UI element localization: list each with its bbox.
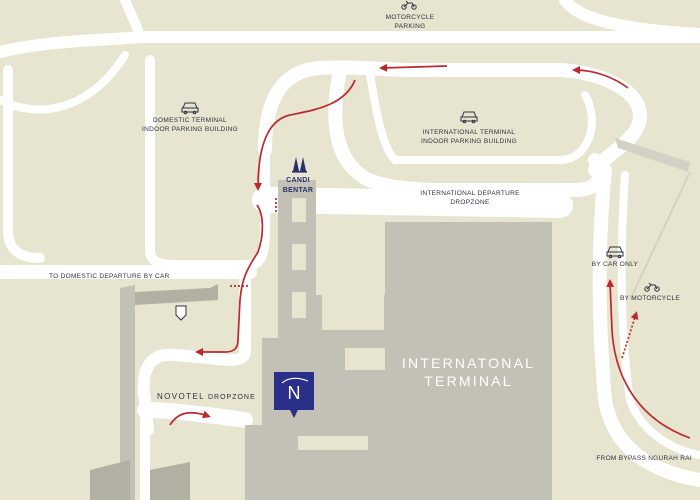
east-ramp-line xyxy=(629,171,691,301)
car-icon xyxy=(606,246,624,259)
terminal-courtyard-3 xyxy=(298,436,368,450)
label-text: INDOOR PARKING BUILDING xyxy=(421,138,517,145)
road-top-left-stub xyxy=(120,0,143,35)
road-novotel-west xyxy=(137,266,251,436)
temple-icon xyxy=(292,157,307,173)
route-arrows xyxy=(169,63,691,439)
label-text: DOMESTIC TERMINAL xyxy=(153,117,227,124)
road-east-vertical-2 xyxy=(617,171,700,459)
terminal-courtyard-2 xyxy=(345,348,385,370)
route-arrow-loop-down xyxy=(254,79,356,191)
label-by-car-only: BY CAR ONLY xyxy=(591,261,639,268)
label-novotel-dropzone: NOVOTEL DROPZONE xyxy=(157,392,256,402)
label-text: DROPZONE xyxy=(450,199,490,206)
side-building-bottom-1 xyxy=(90,460,130,500)
label-motorcycle-parking: MOTORCYCLE PARKING xyxy=(370,13,450,31)
side-building-bottom-2 xyxy=(150,462,190,500)
label-text: INTERNATONAL xyxy=(401,355,536,371)
tower-window-2 xyxy=(292,244,306,270)
road-inner-loop-east xyxy=(553,63,647,177)
road-left-diagonal xyxy=(0,51,129,114)
road-top-right-curve xyxy=(559,0,700,40)
label-to-domestic-departure: TO DOMESTIC DEPARTURE BY CAR xyxy=(49,273,170,280)
car-icon xyxy=(181,102,199,115)
label-international-terminal: INTERNATONAL TERMINAL xyxy=(386,354,551,390)
route-arrow-dropzone xyxy=(169,410,211,426)
shield-icon xyxy=(175,305,187,321)
side-building-west xyxy=(120,285,135,500)
label-candi-bentar: CANDI BENTAR xyxy=(279,176,317,196)
tower-window-1 xyxy=(292,198,306,222)
road-east-vertical xyxy=(592,163,700,487)
label-text: PARKING xyxy=(394,23,426,30)
label-text: INTERNATIONAL TERMINAL xyxy=(422,129,516,136)
car-icon xyxy=(460,111,478,124)
label-text: INTERNATIONAL DEPARTURE xyxy=(420,190,520,197)
road-inner-loop-west xyxy=(258,60,567,157)
road-intl-drop-loop xyxy=(328,63,607,197)
side-building-cap xyxy=(135,284,218,305)
route-arrow-novotel xyxy=(195,204,264,356)
novotel-logo-icon xyxy=(274,372,314,418)
label-novotel: NOVOTEL xyxy=(157,392,206,401)
east-ramp xyxy=(615,138,690,172)
label-from-bypass: FROM BYPASS NGURAH RAI xyxy=(596,455,692,462)
road-domestic-loop xyxy=(145,55,270,270)
road-left-top-curve xyxy=(0,31,146,58)
novotel-logo-letter: N xyxy=(287,383,301,403)
route-arrow-top xyxy=(379,63,448,72)
terminal-courtyard-1 xyxy=(322,290,384,330)
label-text: MOTORCYCLE xyxy=(385,14,435,21)
label-text: BENTAR xyxy=(282,187,314,194)
road-novotel-drop xyxy=(137,402,253,428)
label-text: TERMINAL xyxy=(424,373,513,389)
route-arrow-top-right xyxy=(572,66,629,89)
label-by-motorcycle: BY MOTORCYCLE xyxy=(619,295,680,302)
motorcycle-icon xyxy=(644,282,660,292)
buildings xyxy=(90,138,691,500)
road-intl-parking-ring xyxy=(366,71,596,164)
label-intl-departure-dropzone: INTERNATIONAL DEPARTURE DROPZONE xyxy=(410,189,530,207)
route-arrow-from-bypass xyxy=(606,279,691,439)
label-text: CANDI xyxy=(286,177,310,184)
motorcycle-icon xyxy=(401,0,417,10)
label-intl-parking: INTERNATIONAL TERMINAL INDOOR PARKING BU… xyxy=(409,128,529,146)
road-left-bend xyxy=(3,225,45,263)
label-domestic-parking: DOMESTIC TERMINAL INDOOR PARKING BUILDIN… xyxy=(130,116,250,134)
international-terminal-building xyxy=(245,222,552,500)
tower-window-3 xyxy=(292,292,306,318)
label-dropzone: DROPZONE xyxy=(207,394,256,401)
label-text: INDOOR PARKING BUILDING xyxy=(142,126,238,133)
